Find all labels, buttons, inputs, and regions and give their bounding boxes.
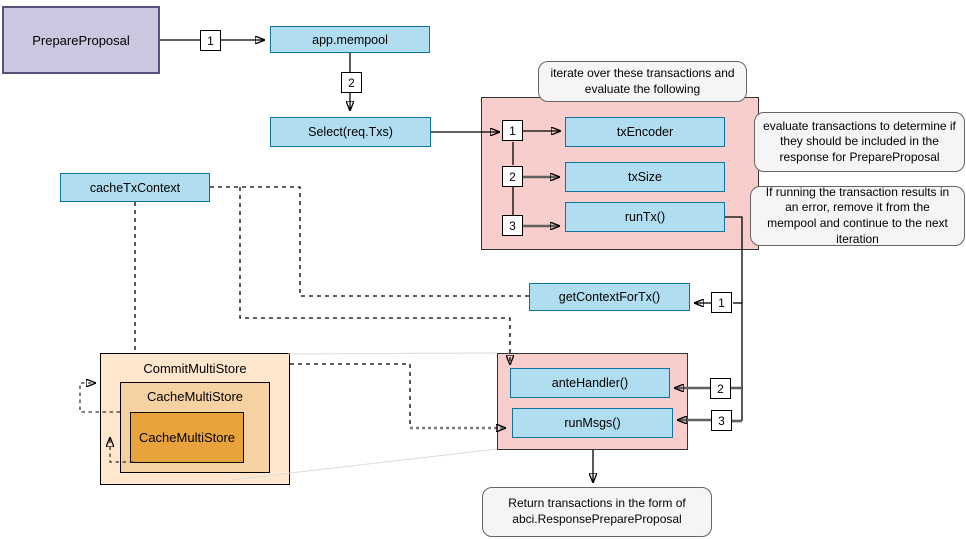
callout-evaluate-note: evaluate transactions to determine if th… bbox=[754, 112, 965, 172]
callout-iterate-note: iterate over these transactions and eval… bbox=[538, 61, 747, 102]
callout-return-note: Return transactions in the form of abci.… bbox=[482, 487, 712, 537]
callout-error-note: If running the transaction results in an… bbox=[750, 185, 965, 246]
node-app-mempool: app.mempool bbox=[270, 26, 430, 53]
node-select-req-txs: Select(req.Txs) bbox=[270, 117, 431, 147]
node-run-tx: runTx() bbox=[565, 202, 725, 232]
node-tx-encoder: txEncoder bbox=[565, 117, 725, 147]
step-badge-loop-3: 3 bbox=[502, 215, 523, 236]
step-badge-loop-1: 1 bbox=[502, 120, 523, 141]
node-cache-tx-context: cacheTxContext bbox=[60, 173, 210, 202]
step-badge-loop-2: 2 bbox=[502, 166, 523, 187]
node-prepare-proposal: PrepareProposal bbox=[2, 6, 160, 74]
step-badge-run-msgs: 3 bbox=[711, 410, 732, 431]
cache-multi-store-label: CacheMultiStore bbox=[146, 389, 244, 404]
node-run-msgs: runMsgs() bbox=[512, 408, 673, 438]
node-ante-handler: anteHandler() bbox=[510, 368, 670, 398]
commit-multi-store-label: CommitMultiStore bbox=[143, 361, 247, 376]
node-tx-size: txSize bbox=[565, 162, 725, 192]
node-get-context-for-tx: getContextForTx() bbox=[529, 283, 690, 311]
step-badge-get-context: 1 bbox=[711, 292, 732, 313]
node-cache-multi-store-inner: CacheMultiStore bbox=[130, 412, 244, 463]
step-badge-select: 2 bbox=[341, 72, 362, 93]
step-badge-mempool: 1 bbox=[200, 30, 221, 51]
step-badge-ante-handler: 2 bbox=[710, 378, 731, 399]
